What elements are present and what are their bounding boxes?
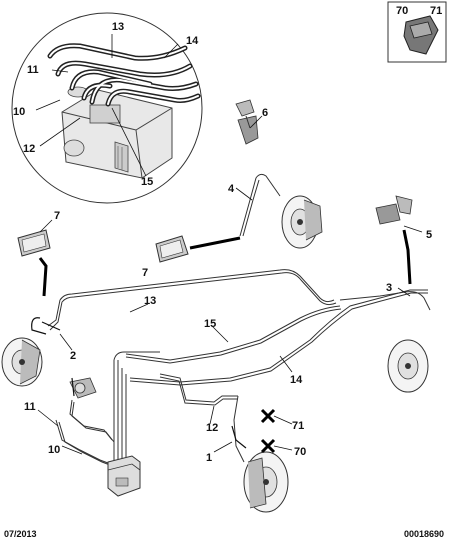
callout-2: 2 [70, 350, 76, 362]
callout-12: 12 [206, 422, 218, 434]
inset-callout-12: 12 [23, 143, 35, 155]
inset-callout-13: 13 [112, 21, 124, 33]
corner-callout-71: 71 [430, 5, 442, 17]
clip-7-right [155, 235, 241, 263]
bracket-5 [375, 195, 413, 285]
bracket-6 [235, 99, 259, 145]
callout-15: 15 [204, 318, 216, 330]
front-left-disc [1, 337, 43, 387]
fastener-70 [260, 438, 276, 454]
callout-70: 70 [294, 446, 306, 458]
callout-10: 10 [48, 444, 60, 456]
rear-left-caliper [69, 377, 97, 399]
hoses [31, 317, 247, 449]
callout-4: 4 [228, 183, 235, 195]
rear-right-disc [243, 451, 289, 513]
callout-11: 11 [24, 401, 36, 413]
inset-callout-10: 10 [13, 106, 25, 118]
callout-7-right: 7 [142, 267, 148, 279]
clip-7-left [17, 229, 51, 297]
footer-reference: 00018690 [403, 529, 444, 539]
callout-1: 1 [206, 452, 212, 464]
callout-6: 6 [262, 107, 268, 119]
main-callouts: 6 4 7 7 5 3 13 2 15 14 11 10 12 1 71 70 [24, 107, 432, 464]
callout-3: 3 [386, 282, 392, 294]
inset-callout-14: 14 [186, 35, 199, 47]
callout-13: 13 [144, 295, 156, 307]
callout-7-left: 7 [54, 210, 60, 222]
inset-callout-11: 11 [27, 64, 39, 76]
leader-lines [37, 115, 423, 455]
front-right-disc [281, 195, 323, 249]
corner-callout-70: 70 [396, 5, 408, 17]
callout-14: 14 [290, 374, 303, 386]
abs-unit-inset: 13 14 11 10 12 15 [11, 12, 203, 204]
callout-71: 71 [292, 420, 304, 432]
abs-unit-lower [107, 455, 141, 497]
callout-5: 5 [426, 229, 432, 241]
fastener-inset: 70 71 [387, 1, 447, 63]
footer-date: 07/2013 [4, 529, 37, 539]
inset-callout-15: 15 [141, 176, 153, 188]
brake-pipes [47, 173, 431, 470]
rear-right-disc-far [387, 339, 429, 393]
fastener-71 [260, 408, 276, 424]
